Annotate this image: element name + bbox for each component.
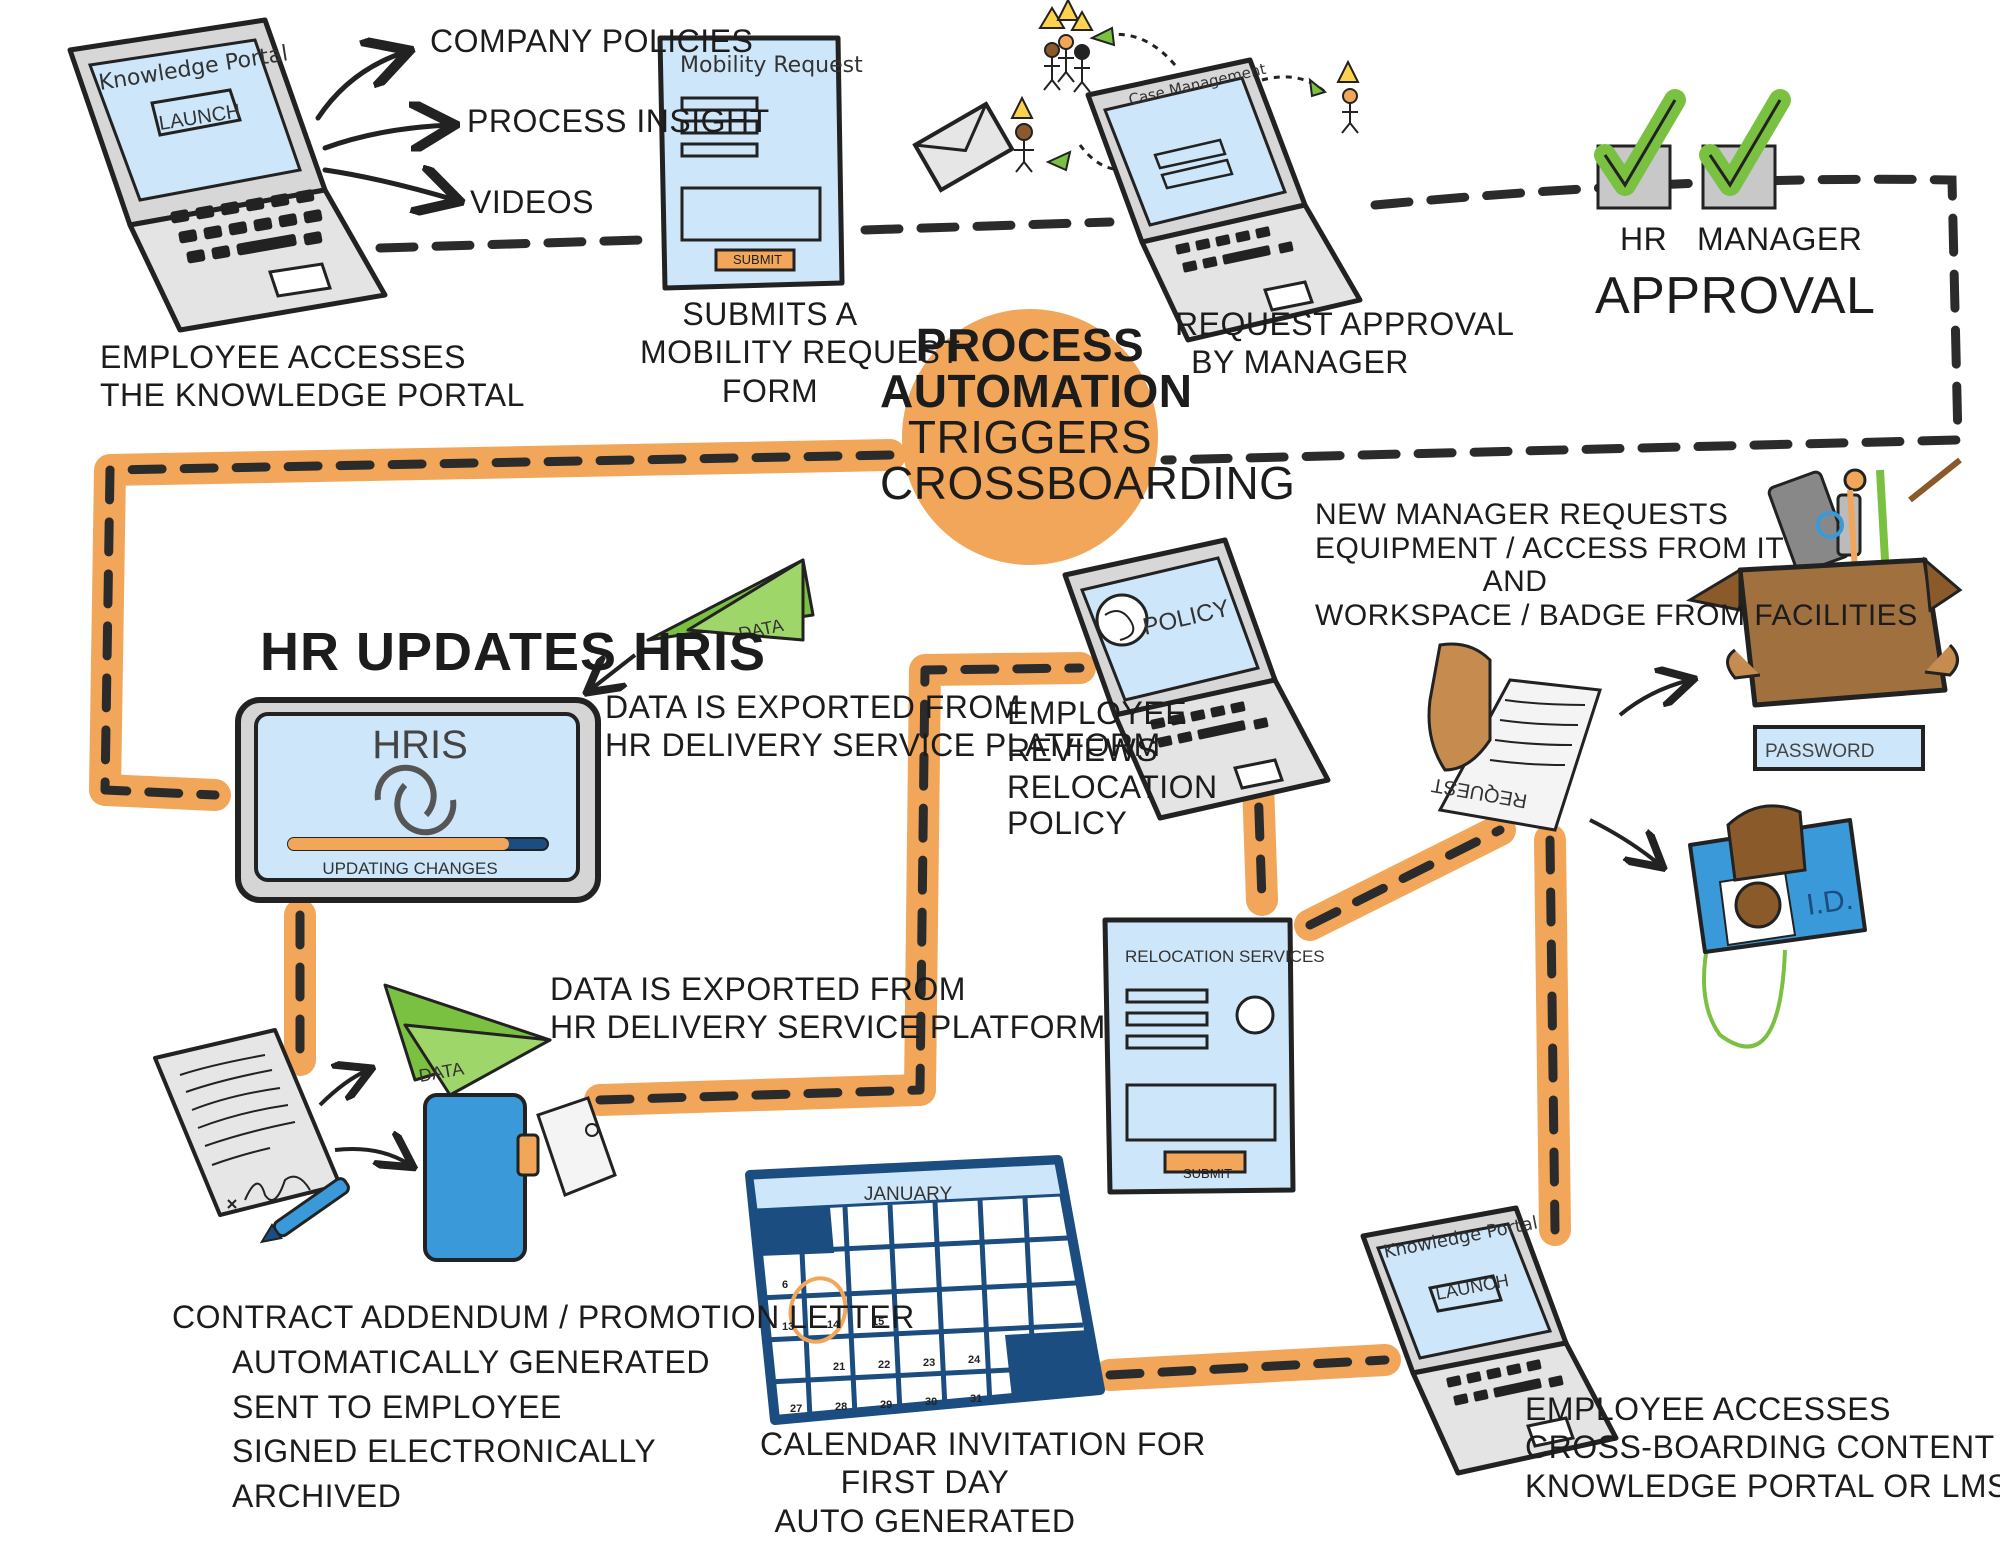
portal-link-videos[interactable]: VIDEOS: [470, 184, 594, 220]
svg-text:22: 22: [878, 1359, 890, 1371]
equipment-box-icon: [1685, 457, 1963, 708]
caption-cross-boarding-content: EMPLOYEE ACCESSES CROSS-BOARDING CONTENT…: [1525, 1391, 2000, 1504]
hris-screen-title: HRIS: [372, 723, 468, 767]
badge-label: I.D.: [1804, 883, 1855, 922]
connector-black: [375, 174, 1963, 465]
portal-link-company-policies[interactable]: COMPANY POLICIES: [430, 23, 754, 59]
portal-link-process-insight[interactable]: PROCESS INSIGHT: [467, 103, 770, 139]
svg-text:28: 28: [835, 1401, 847, 1413]
hris-progress-bar: [288, 838, 509, 850]
caption-data-exported-2: DATA IS EXPORTED FROM HR DELIVERY SERVIC…: [550, 971, 1106, 1046]
svg-text:23: 23: [923, 1357, 935, 1369]
approval-checkboxes: [1594, 89, 1791, 210]
relocation-submit: SUBMIT: [1183, 1166, 1232, 1181]
laptop-top-left: [67, 17, 388, 333]
caption-submits-mobility-request: SUBMITS A MOBILITY REQUEST FORM: [640, 296, 961, 409]
svg-text:21: 21: [833, 1361, 845, 1373]
archive-folder-icon: [423, 1093, 617, 1262]
svg-text:27: 27: [790, 1403, 802, 1415]
envelope-icon: [912, 101, 1015, 193]
approval-label-hr: HR: [1620, 221, 1668, 257]
request-document-icon: [1427, 642, 1602, 832]
svg-text:30: 30: [925, 1396, 937, 1408]
relocation-title: RELOCATION SERVICES: [1125, 947, 1325, 966]
caption-new-manager-requests: NEW MANAGER REQUESTS EQUIPMENT / ACCESS …: [1315, 498, 1918, 632]
laptop-case-management: [1085, 57, 1363, 343]
caption-request-approval: REQUEST APPROVAL BY MANAGER: [1175, 306, 1515, 381]
hris-monitor: [235, 697, 601, 903]
paper-plane-icon-2: [383, 983, 552, 1097]
center-circle: [902, 309, 1158, 565]
password-label: PASSWORD: [1765, 741, 1874, 762]
svg-text:29: 29: [880, 1399, 892, 1411]
svg-text:24: 24: [968, 1354, 981, 1366]
svg-text:6: 6: [782, 1279, 788, 1291]
mobility-form-tablet: [657, 35, 845, 291]
caption-employee-reviews-policy: EMPLOYEE REVIEWS RELOCATION POLICY: [1007, 695, 1218, 842]
calendar-days: 6 13 14 15 21 22 23 24 27 28 29 30 31: [782, 1279, 982, 1415]
svg-text:13: 13: [782, 1321, 794, 1333]
hris-status: UPDATING CHANGES: [322, 859, 497, 878]
calendar-month: JANUARY: [864, 1184, 953, 1205]
hris-heading: HR UPDATES HRIS: [260, 622, 767, 682]
center-process-automation: PROCESS AUTOMATION TRIGGERS CROSSBOARDIN…: [880, 319, 1296, 509]
svg-text:14: 14: [827, 1319, 840, 1331]
approval-title: APPROVAL: [1595, 267, 1876, 325]
caption-data-exported-1: DATA IS EXPORTED FROM HR DELIVERY SERVIC…: [605, 689, 1161, 764]
paper-plane-icon-1: [646, 558, 815, 642]
approval-label-manager: MANAGER: [1697, 221, 1863, 257]
people-icons: [1010, 0, 1360, 173]
password-field: [1753, 725, 1925, 771]
svg-text:15: 15: [872, 1316, 884, 1328]
laptop-bottom-right: [1360, 1205, 1619, 1476]
caption-employee-accesses-portal: EMPLOYEE ACCESSES THE KNOWLEDGE PORTAL: [100, 339, 525, 414]
contract-document-icon: [153, 1028, 350, 1244]
calendar-icon: [745, 1155, 1105, 1425]
caption-calendar-invitation: CALENDAR INVITATION FOR FIRST DAY AUTO G…: [760, 1426, 1206, 1539]
mobility-form-title: Mobility Request: [680, 53, 863, 78]
svg-text:31: 31: [970, 1393, 982, 1405]
id-badge-icon: [1688, 804, 1867, 1049]
laptop-policy: [1062, 537, 1331, 821]
mobility-form-submit: SUBMIT: [733, 252, 782, 267]
relocation-services-tablet: [1102, 917, 1296, 1195]
caption-contract-addendum: CONTRACT ADDENDUM / PROMOTION LETTER AUT…: [172, 1299, 915, 1515]
